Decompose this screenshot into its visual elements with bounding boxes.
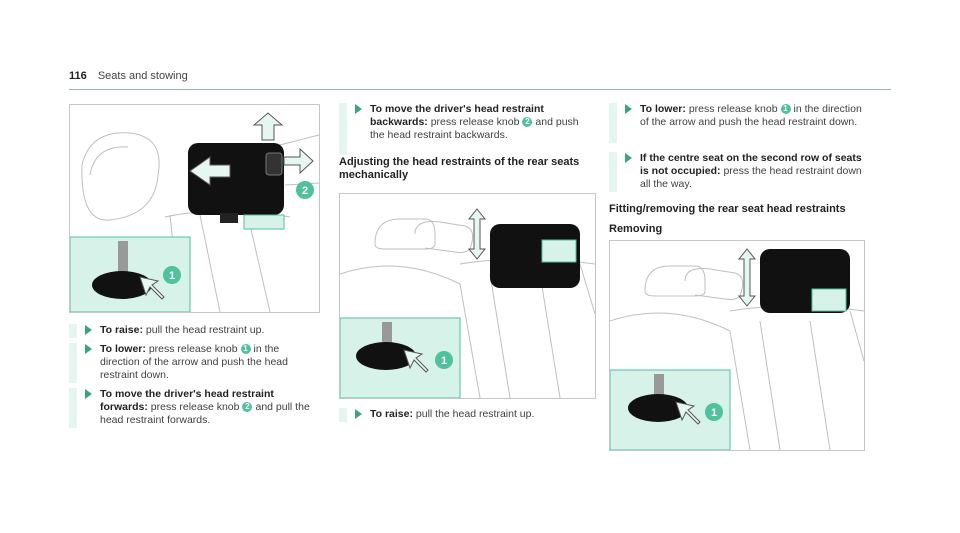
page-header: 116 Seats and stowing <box>69 70 188 82</box>
callout-1: 1 <box>711 407 717 419</box>
section-heading-rear-mechanical: Adjusting the head restraints of the rea… <box>339 156 580 181</box>
step-centre-seat: If the centre seat on the second row of … <box>609 152 865 192</box>
step-raise: To raise: pull the head restraint up. <box>69 324 318 338</box>
step-move-forwards: To move the driver's head restraint forw… <box>69 388 318 428</box>
figure-front-head-restraint: 2 1 <box>69 104 320 313</box>
callout-2: 2 <box>302 185 308 197</box>
step-arrow-icon <box>355 409 362 419</box>
step-arrow-icon <box>625 104 632 114</box>
subheading-removing: Removing <box>609 223 663 235</box>
header-divider <box>69 89 891 90</box>
knob-1-badge: 1 <box>240 344 251 354</box>
knob-2-badge: 2 <box>242 402 253 412</box>
step-arrow-icon <box>85 389 92 399</box>
step-arrow-icon <box>355 104 362 114</box>
step-move-backwards: To move the driver's head restraint back… <box>339 103 595 155</box>
section-title: Seats and stowing <box>97 70 188 82</box>
step-arrow-icon <box>625 153 632 163</box>
step-raise-rear: To raise: pull the head restraint up. <box>339 408 595 422</box>
page-number: 116 <box>69 70 87 82</box>
knob-2-badge: 2 <box>522 117 533 127</box>
callout-1: 1 <box>169 270 175 282</box>
callout-1: 1 <box>441 355 447 367</box>
knob-1-badge: 1 <box>780 104 791 114</box>
figure-rear-head-restraint-remove: 1 <box>609 240 865 451</box>
step-arrow-icon <box>85 325 92 335</box>
step-arrow-icon <box>85 344 92 354</box>
figure-rear-head-restraint-raise: 1 <box>339 193 596 399</box>
section-heading-fitting-removing: Fitting/removing the rear seat head rest… <box>609 203 846 215</box>
